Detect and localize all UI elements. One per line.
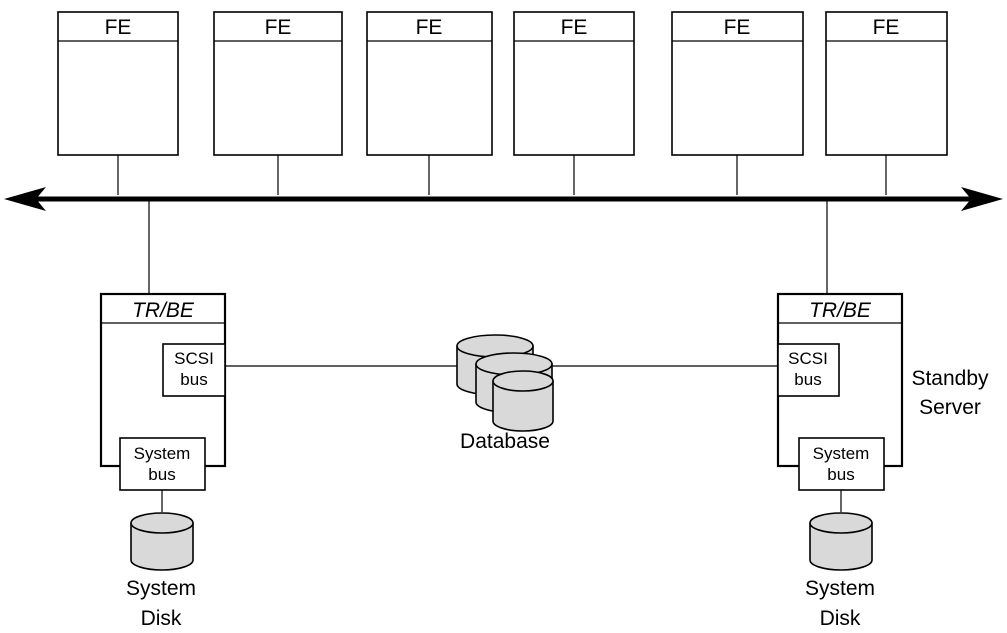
database-icon <box>456 334 554 432</box>
fe-node-5: FE <box>671 11 804 156</box>
scsi-label-line2: bus <box>180 370 207 389</box>
fe-label: FE <box>873 16 900 39</box>
fe-node-4: FE <box>513 11 635 156</box>
scsi-label-line1: SCSI <box>174 349 214 368</box>
fe-node-3: FE <box>366 11 493 156</box>
system-label-line1: System <box>813 444 870 463</box>
scsi-label-line2: bus <box>794 370 821 389</box>
fe-label: FE <box>561 16 588 39</box>
system-label-line2: bus <box>148 465 175 484</box>
right-disk-label-line2: Disk <box>820 607 861 630</box>
system-bus-box <box>119 437 206 491</box>
system-label-line1: System <box>134 444 191 463</box>
fe-node-1: FE <box>57 11 179 156</box>
standby-label-line1: Standby <box>911 367 989 390</box>
fe-connectors <box>117 155 887 195</box>
standby-label-line2: Server <box>919 396 981 419</box>
left-disk-label-line2: Disk <box>141 607 182 630</box>
server-title: TR/BE <box>132 299 195 322</box>
fe-node-2: FE <box>213 11 343 156</box>
right-disk-label-line1: System <box>805 577 875 600</box>
database-label: Database <box>460 430 550 453</box>
right-system-disk-icon <box>809 512 873 571</box>
server-title: TR/BE <box>809 299 872 322</box>
network-bus <box>4 187 1003 211</box>
scsi-label-line1: SCSI <box>788 349 828 368</box>
scsi-bus-box <box>162 343 226 397</box>
fe-label: FE <box>724 16 751 39</box>
tr-be-server-right: TR/BE SCSI bus System bus <box>776 292 904 491</box>
fe-label: FE <box>265 16 292 39</box>
bus-left-arrowhead <box>4 187 46 211</box>
system-label-line2: bus <box>827 465 854 484</box>
fe-node-6: FE <box>825 11 948 156</box>
tr-be-server-left: TR/BE SCSI bus System bus <box>99 292 227 491</box>
left-system-disk-icon <box>130 512 194 571</box>
fe-label: FE <box>416 16 443 39</box>
system-bus-box <box>798 437 885 491</box>
left-disk-label-line1: System <box>126 577 196 600</box>
scsi-bus-box <box>777 343 840 397</box>
bus-right-arrowhead <box>961 187 1003 211</box>
fe-label: FE <box>105 16 132 39</box>
